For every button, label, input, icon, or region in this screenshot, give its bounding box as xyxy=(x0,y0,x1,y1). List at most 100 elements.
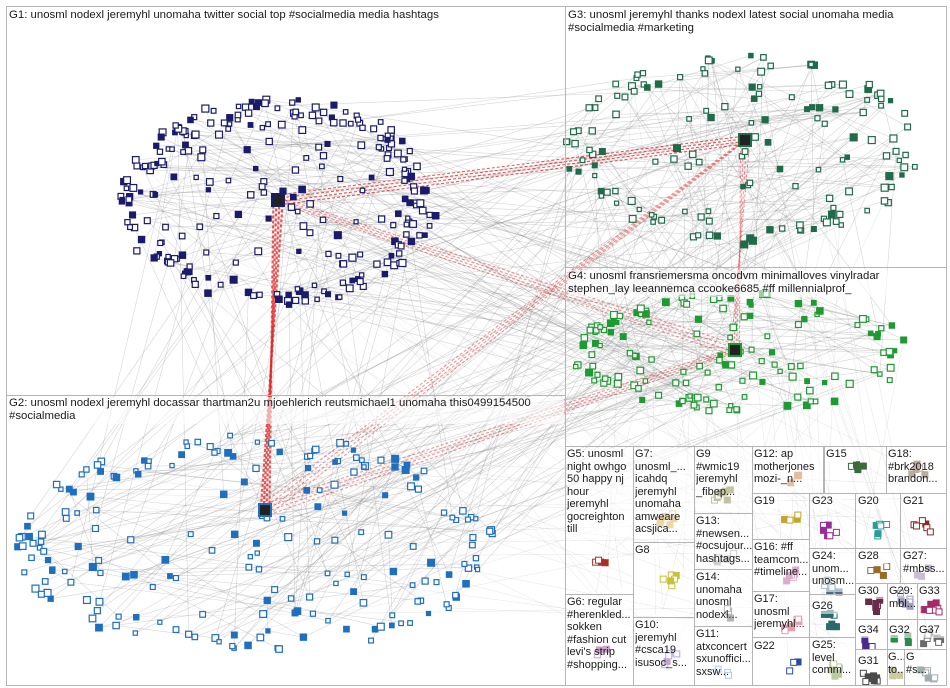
graph-node xyxy=(388,622,395,629)
graph-node xyxy=(244,109,253,117)
graph-node xyxy=(123,176,132,185)
graph-edge xyxy=(682,400,919,614)
graph-node xyxy=(804,106,811,113)
group-label-g6: G6: regular #herenkled... sokken #fashio… xyxy=(567,596,633,684)
graph-node xyxy=(353,219,359,225)
graph-edge xyxy=(69,190,284,490)
graph-node xyxy=(814,115,821,122)
graph-node xyxy=(40,547,48,555)
graph-node xyxy=(247,122,254,128)
graph-node xyxy=(601,559,609,567)
graph-edge xyxy=(262,127,891,369)
graph-node xyxy=(882,152,891,160)
graph-edge xyxy=(258,364,732,570)
graph-node xyxy=(879,571,887,579)
graph-edge xyxy=(262,113,295,516)
graph-node xyxy=(359,457,365,464)
strong-edge xyxy=(266,350,734,513)
graph-node xyxy=(97,569,104,577)
graph-edge xyxy=(281,124,593,367)
graph-node xyxy=(211,449,218,456)
graph-edge xyxy=(169,566,477,577)
graph-node xyxy=(887,98,894,104)
graph-node xyxy=(413,474,420,481)
graph-node xyxy=(298,112,304,119)
strong-edge-layer xyxy=(259,134,751,516)
graph-edge xyxy=(174,132,404,160)
graph-node xyxy=(413,162,421,171)
graph-node xyxy=(825,194,834,203)
graph-node xyxy=(284,533,293,542)
graph-node xyxy=(342,109,349,115)
graph-node xyxy=(864,97,871,103)
graph-node xyxy=(172,574,180,582)
graph-edge xyxy=(295,131,574,171)
graph-node xyxy=(86,492,95,501)
graph-node xyxy=(258,183,266,191)
graph-node xyxy=(747,312,754,319)
graph-node xyxy=(199,610,207,618)
graph-edge xyxy=(136,149,204,252)
graph-node xyxy=(186,263,193,270)
graph-node xyxy=(245,290,251,297)
group-label-g20: G20 xyxy=(858,495,888,509)
graph-edge xyxy=(269,141,406,160)
graph-node xyxy=(349,277,356,284)
graph-node xyxy=(486,527,494,535)
graph-node xyxy=(416,232,423,239)
graph-node xyxy=(377,456,385,464)
graph-node xyxy=(268,439,275,447)
graph-node xyxy=(688,150,697,159)
graph-edge xyxy=(314,285,639,389)
strong-edge xyxy=(260,344,740,507)
graph-edge xyxy=(31,494,386,559)
graph-edge xyxy=(448,98,599,575)
graph-edge xyxy=(233,498,603,649)
graph-node xyxy=(318,163,325,170)
graph-node xyxy=(169,146,175,152)
graph-node xyxy=(125,196,133,203)
graph-edge xyxy=(399,253,585,339)
graph-edge xyxy=(175,577,421,602)
graph-edge xyxy=(31,557,329,621)
graph-node xyxy=(760,54,767,61)
graph-edge xyxy=(267,322,611,601)
graph-edge xyxy=(316,464,408,542)
graph-edge xyxy=(299,240,753,292)
graph-node xyxy=(748,120,755,126)
graph-node xyxy=(165,253,171,260)
graph-node xyxy=(319,216,327,224)
graph-node xyxy=(311,445,320,454)
group-label-g28: G28 xyxy=(858,550,888,564)
graph-edge xyxy=(390,110,707,137)
graph-node xyxy=(880,197,889,205)
graph-edge xyxy=(92,566,268,601)
graph-edge xyxy=(248,112,710,411)
graph-edge xyxy=(100,466,365,472)
graph-edge xyxy=(98,559,166,628)
graph-node xyxy=(787,363,795,370)
graph-node xyxy=(205,274,212,281)
graph-node xyxy=(275,295,283,303)
graph-node xyxy=(37,530,46,539)
graph-node xyxy=(331,536,339,544)
graph-node xyxy=(82,596,91,605)
graph-node xyxy=(158,157,166,166)
graph-edge xyxy=(90,496,493,534)
graph-edge xyxy=(282,190,618,384)
graph-node xyxy=(311,282,318,289)
graph-node xyxy=(409,582,416,589)
graph-node xyxy=(672,379,680,387)
graph-edge xyxy=(43,185,796,552)
graph-node xyxy=(291,166,300,174)
graph-node xyxy=(628,214,637,223)
graph-node xyxy=(115,613,122,620)
graph-node xyxy=(211,634,220,642)
graph-edge xyxy=(142,167,328,574)
graph-edge xyxy=(567,141,742,157)
graph-node xyxy=(397,242,405,250)
graph-node xyxy=(279,515,286,522)
graph-node xyxy=(18,542,27,551)
graph-node xyxy=(224,448,232,457)
graph-node xyxy=(709,399,718,408)
